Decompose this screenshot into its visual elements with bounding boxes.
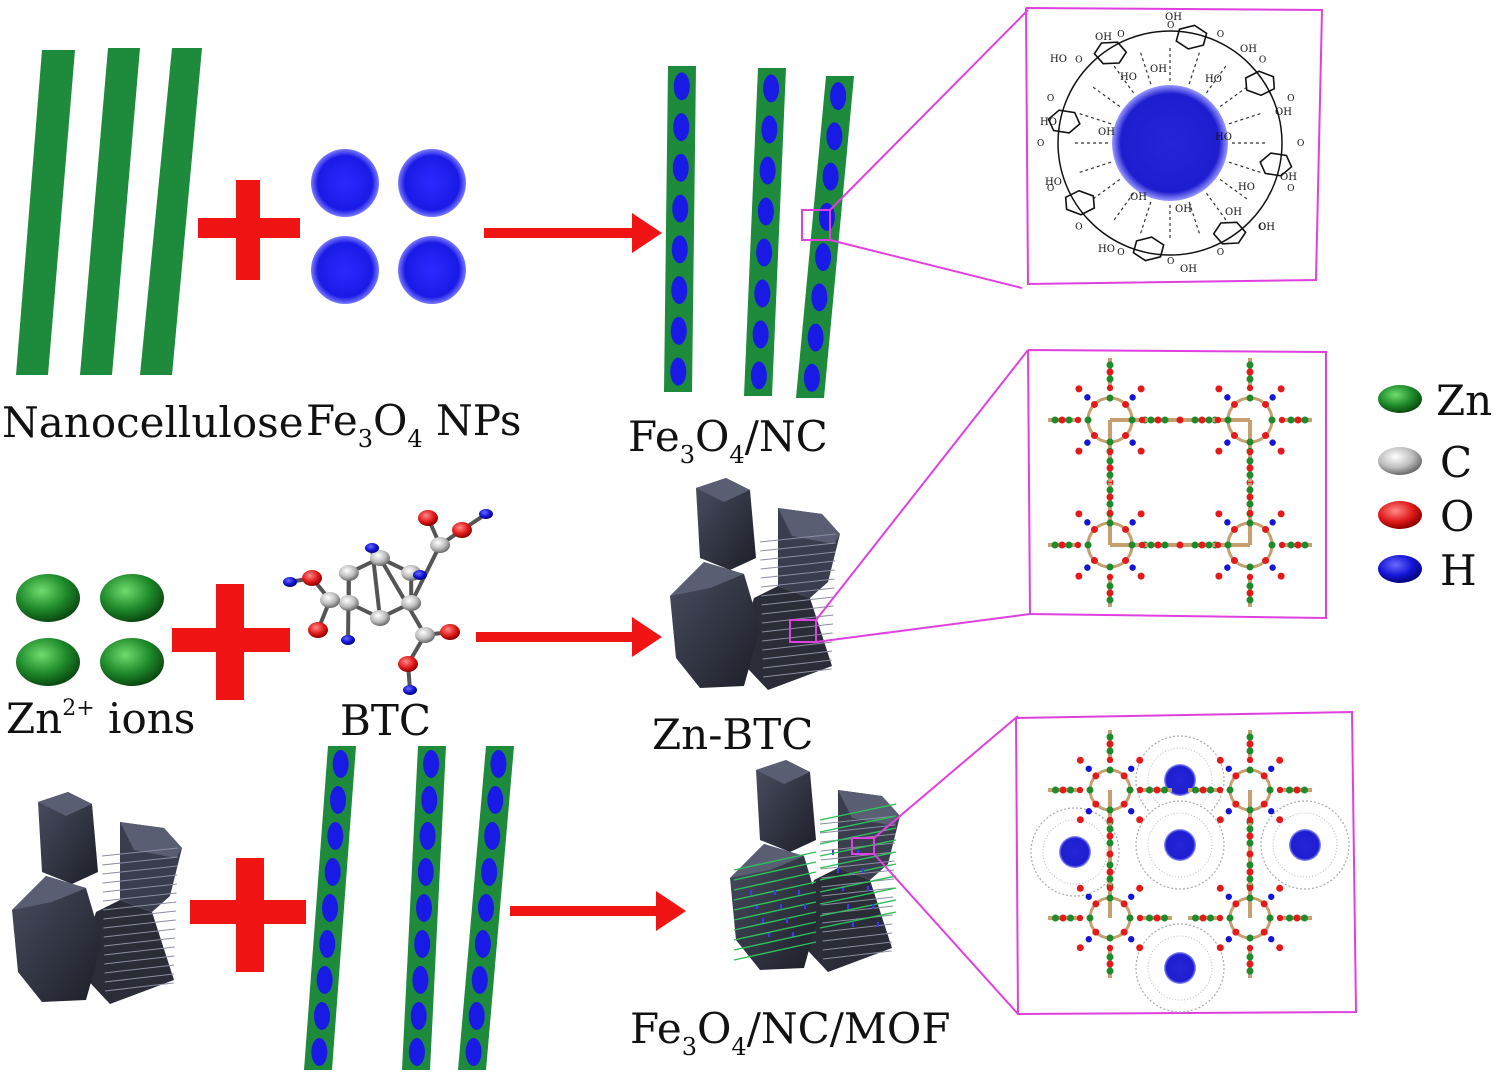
cellulose-np-interaction-diagram: OH OH OH OH OH OH HO HO HO HO OH OH HO OH HO HO HO OH OH OH… [1037,12,1304,275]
svg-text:OH: OH [1175,204,1192,215]
zoom-lines-1 [801,7,1324,289]
zoom-lines-2 [789,349,1327,643]
svg-text:O: O [1287,184,1294,194]
svg-text:O: O [1167,21,1174,31]
fe3o4-nanoparticles [311,149,466,304]
zn-btc-crystals-reactant [12,792,182,1004]
legend-label-h: H [1440,546,1477,595]
btc-molecule [283,509,493,695]
label-fe3o4-nps: Fe3O4 NPs [306,396,522,453]
mof-framework-diagram [1048,358,1312,607]
label-zn-btc: Zn-BTC [652,710,814,759]
zn-btc-crystals [670,478,840,690]
svg-text:O: O [1297,139,1304,149]
svg-text:O: O [1075,56,1082,66]
svg-text:OH: OH [1258,222,1275,233]
zoom-lines-3 [851,710,1358,1016]
svg-text:O: O [1117,30,1124,40]
composite-framework-diagram [1030,730,1350,1013]
svg-text:HO: HO [1040,117,1057,128]
legend-label-o: O [1440,492,1475,541]
legend-label-c: C [1440,438,1473,487]
svg-text:HO: HO [1215,132,1232,143]
label-zn-ions: Zn2+ ions [6,694,196,743]
label-btc: BTC [340,696,432,745]
fe3o4-nc-fibers [664,66,854,398]
svg-text:HO: HO [1205,74,1222,85]
svg-text:O: O [1047,184,1054,194]
svg-text:O: O [1217,248,1224,258]
plus-sign-1 [198,180,300,280]
zn-ions-spheres [16,574,164,686]
plus-sign-3 [190,858,306,972]
svg-text:OH: OH [1098,127,1115,138]
label-fe3o4-nc: Fe3O4/NC [628,412,828,469]
svg-text:HO: HO [1050,54,1067,65]
fe3o4-nc-mof-composite [730,760,900,972]
legend-o-sphere [1378,501,1422,529]
svg-text:O: O [1047,94,1054,104]
fe3o4-nc-fibers-reactant [304,746,514,1070]
svg-text:OH: OH [1225,207,1242,218]
svg-text:OH: OH [1150,64,1167,75]
svg-text:O: O [1217,30,1224,40]
label-nanocellulose: Nanocellulose [2,398,304,447]
svg-text:HO: HO [1098,244,1115,255]
arrow-3 [510,891,686,931]
svg-text:OH: OH [1240,44,1257,55]
svg-text:OH: OH [1180,264,1197,275]
svg-text:O: O [1117,248,1124,258]
svg-text:O: O [1167,257,1174,267]
svg-text:O: O [1075,222,1082,232]
element-legend [1378,385,1422,583]
svg-text:O: O [1259,222,1266,232]
svg-text:O: O [1259,56,1266,66]
legend-h-sphere [1378,555,1422,583]
svg-text:OH: OH [1165,12,1182,23]
svg-text:HO: HO [1238,182,1255,193]
legend-c-sphere [1378,447,1422,475]
legend-label-zn: Zn [1436,376,1493,425]
svg-text:OH: OH [1275,107,1292,118]
svg-text:OH: OH [1130,192,1147,203]
label-fe3o4-nc-mof: Fe3O4/NC/MOF [630,1004,951,1061]
legend-zn-sphere [1378,385,1422,413]
svg-text:HO: HO [1045,177,1062,188]
arrow-2 [476,617,662,657]
svg-text:O: O [1287,94,1294,104]
plus-sign-2 [172,584,290,700]
svg-text:HO: HO [1120,72,1137,83]
svg-text:OH: OH [1095,32,1112,43]
svg-text:O: O [1037,139,1044,149]
arrow-1 [484,213,662,253]
nanocellulose-fibers [16,48,202,375]
svg-text:OH: OH [1280,172,1297,183]
